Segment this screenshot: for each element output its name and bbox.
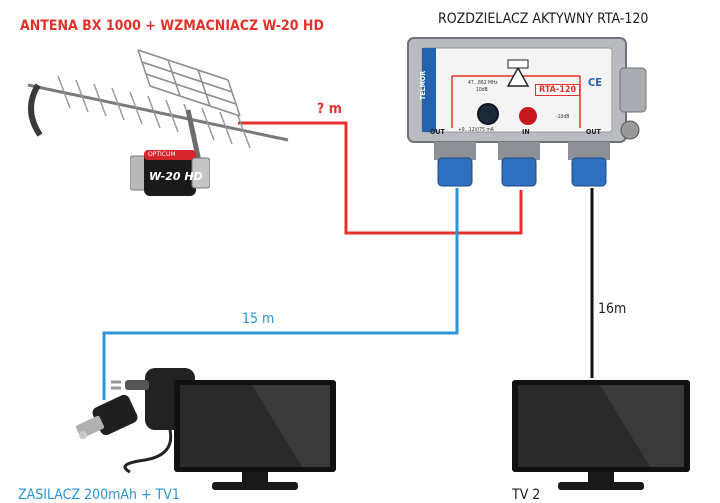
splitter-device: TELMOR RTA-120 CE 47...862 MHz 10dB +9..… <box>400 30 650 190</box>
tv2-title: TV 2 <box>512 487 541 503</box>
psu-title: ZASILACZ 200mAh + TV1 <box>18 487 180 503</box>
amplifier-body <box>129 150 211 196</box>
splitter-minus-db: -10dB <box>556 114 570 120</box>
splitter-title: ROZDZIELACZ AKTYWNY RTA-120 <box>438 11 649 27</box>
amplifier: OPTICUM W-20 HD <box>129 148 211 198</box>
red-cable <box>238 121 523 235</box>
port-out-left-label: OUT <box>430 128 445 136</box>
blue-cable <box>102 188 459 400</box>
length-tv1-label: 15 m <box>242 311 275 327</box>
amplifier-model: W-20 HD <box>149 170 203 183</box>
splitter-freq: 47...862 MHz <box>468 80 498 86</box>
length-tv2-label: 16m <box>598 301 627 317</box>
tv1 <box>174 380 336 490</box>
port-in-label: IN <box>522 128 530 136</box>
splitter-gain: 10dB <box>476 87 488 93</box>
tv2 <box>512 380 690 490</box>
splitter-power-spec: +9...12V/75 mA <box>458 127 494 133</box>
antenna-title: ANTENA BX 1000 + WZMACNIACZ W-20 HD <box>20 18 324 34</box>
port-out-right-label: OUT <box>586 128 601 136</box>
ce-mark: CE <box>588 76 603 89</box>
splitter-housing <box>407 37 647 187</box>
splitter-model-badge: RTA-120 <box>535 84 581 96</box>
antenna-illustration <box>27 49 289 181</box>
splitter-brand: TELMOR <box>419 70 427 100</box>
length-antenna-label: ? m <box>317 101 342 117</box>
amplifier-brand: OPTICUM <box>148 151 176 158</box>
